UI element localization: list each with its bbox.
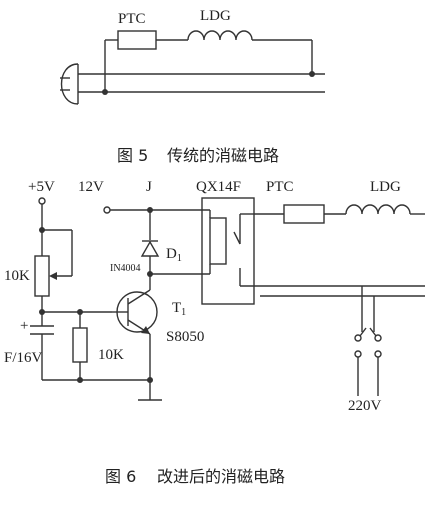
ptc-thermistor-2 [283,204,325,224]
ldg-label-2: LDG [370,179,401,195]
mains-label: 220V [348,398,382,414]
figure-5-number: 图 5 [117,146,148,165]
figure-5-caption: 传统的消磁电路 [167,146,279,165]
capacitor-label: F/16V [4,350,43,366]
plus-5v-label: +5V [28,179,55,195]
mains-switch-1 [354,334,362,342]
diode-label: D1 [166,246,182,264]
j-label: J [146,179,152,195]
transistor-part-label: S8050 [166,329,204,345]
relay-coil [209,217,227,265]
diode-part-label: IN4004 [110,263,141,274]
figure-6-caption: 改进后的消磁电路 [157,467,285,486]
diode [140,240,160,257]
plus-5v-terminal [38,197,46,205]
figure-5: PTC LDG 图 5 传统的消磁电路 [60,8,325,165]
capacitor-plus-label: + [20,318,28,334]
mains-switch-2 [374,334,382,342]
degauss-coil-2 [345,204,411,215]
ptc-thermistor [117,30,157,50]
figure-6: +5V 12V J QX14F PTC LDG 10K + F/16V 10K [4,179,425,486]
base-resistor [72,327,88,363]
relay [201,197,255,305]
relay-label: QX14F [196,179,241,195]
resistor-label: 10K [98,347,124,363]
12v-label: 12V [78,179,104,195]
power-plug [60,63,79,105]
degauss-coil [187,30,253,41]
ptc-label-2: PTC [266,179,294,195]
ptc-label: PTC [118,11,146,27]
12v-terminal [103,206,111,214]
figure-6-number: 图 6 [105,467,136,486]
potentiometer [34,255,50,297]
transistor-label: T1 [172,300,186,318]
ldg-label: LDG [200,8,231,24]
potentiometer-label: 10K [4,268,30,284]
